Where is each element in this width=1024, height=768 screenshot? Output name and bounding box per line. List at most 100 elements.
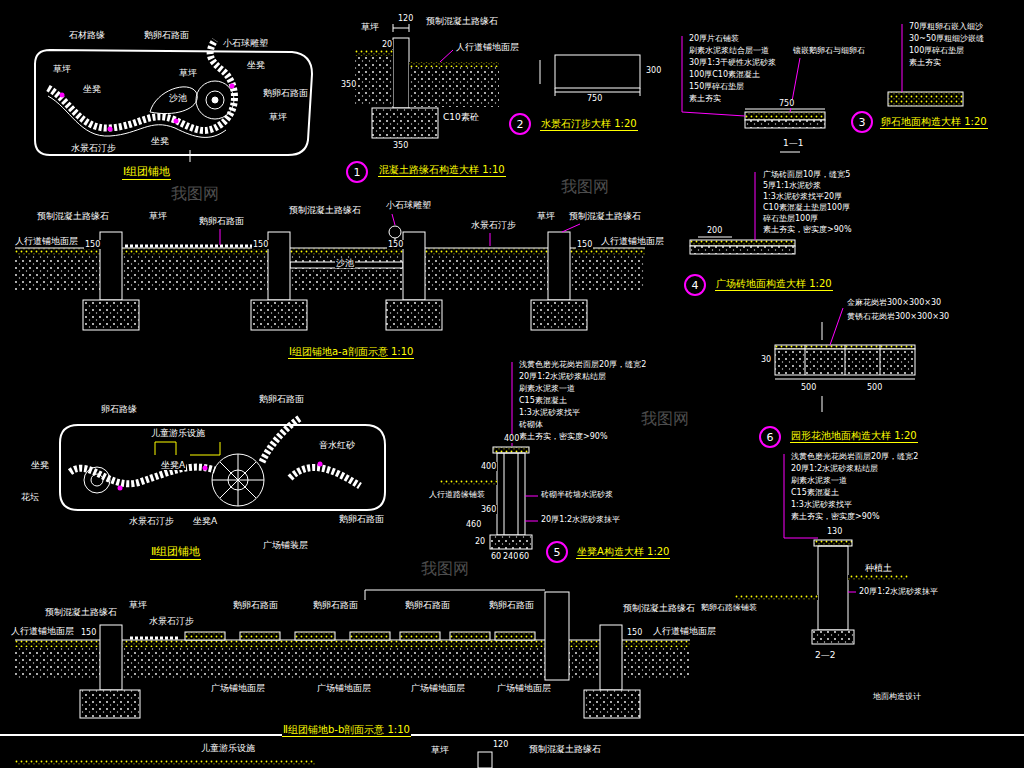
annotation-label: 人行道铺地面层: [652, 626, 717, 636]
annotation-label: 240: [502, 552, 519, 561]
annotation-label: 鹅卵石路面: [404, 600, 451, 610]
annotation-label: 预制混凝土路缘石: [622, 603, 696, 613]
annotation-label: 地面构造设计: [872, 692, 922, 701]
drawing-title: 混凝土路缘石构造大样 1:10: [378, 164, 506, 177]
watermark: 我图网: [420, 560, 470, 578]
annotation-label: 人行道铺地面层: [14, 236, 79, 246]
annotation-label: 小石球雕塑: [222, 38, 269, 48]
annotation-label: 广场铺装层: [262, 540, 309, 550]
annotation-label: 鹅卵石路面: [232, 600, 279, 610]
annotation-label: 200: [706, 226, 723, 235]
annotation-label: 广场铺地面层: [410, 683, 466, 693]
annotation-label: 预制混凝土路缘石: [288, 205, 362, 215]
annotation-label: 水景石汀步: [148, 616, 195, 626]
annotation-label: 鹅卵石路面: [312, 600, 359, 610]
annotation-label: 预制混凝土路缘石: [528, 744, 602, 754]
annotation-label: 鹅卵石路面: [262, 88, 309, 98]
annotation-label: 100厚碎石垫层: [908, 46, 965, 55]
annotation-label: 镶嵌鹅卵石与细卵石: [792, 46, 866, 55]
annotation-label: 草坪: [536, 211, 556, 221]
watermark: 我图网: [640, 410, 690, 428]
callout-circle: 2: [509, 113, 531, 135]
annotation-label: 浅黄色磨光花岗岩面层20厚，缝宽2: [790, 452, 919, 461]
annotation-label: 素土夯实，密实度>90%: [762, 225, 852, 234]
annotation-label: 草坪: [430, 745, 450, 755]
annotation-label: 150: [252, 240, 269, 249]
annotation-label: 60: [518, 552, 530, 561]
annotation-label: 砖砌体: [518, 420, 544, 429]
annotation-label: 刷素水泥浆一道: [790, 476, 848, 485]
annotation-label: 20: [474, 537, 486, 546]
callout-circle: 3: [851, 111, 873, 133]
annotation-label: 5厚1:1水泥砂浆: [762, 181, 822, 190]
annotation-label: 素土夯实: [688, 94, 722, 103]
callout-circle: 4: [684, 274, 706, 296]
annotation-label: 1:3水泥砂浆找平: [790, 500, 853, 509]
callout-number: 5: [554, 547, 561, 558]
annotation-label: 卵石路缘: [100, 404, 138, 414]
annotation-label: 鹅卵石路面: [258, 394, 305, 404]
annotation-label: 400: [480, 462, 497, 471]
annotation-label: 60: [490, 552, 502, 561]
annotation-label: 20厚1:2水泥砂浆粘结层: [790, 464, 879, 473]
annotation-label: 150: [84, 240, 101, 249]
annotation-label: 20厚片石铺装: [688, 34, 740, 43]
annotation-label: 300: [645, 66, 662, 75]
annotation-label: 坐凳A: [192, 516, 218, 526]
annotation-label: 350: [392, 141, 409, 150]
annotation-label: 广场砖面层10厚，缝宽5: [762, 170, 851, 179]
annotation-label: 水景石汀步: [128, 516, 175, 526]
annotation-label: 草坪: [268, 112, 288, 122]
annotation-label: 碎石垫层100厚: [762, 214, 819, 223]
annotation-label: 石材路缘: [68, 30, 106, 40]
annotation-label: 100厚C10素混凝土: [688, 70, 761, 79]
callout-number: 6: [767, 432, 774, 443]
watermark: 我图网: [170, 185, 220, 203]
annotation-label: 鹅卵石路面: [338, 514, 385, 524]
annotation-label: 草坪: [360, 22, 380, 32]
annotation-label: 130: [826, 527, 843, 536]
annotation-label: 鹅卵石路面: [143, 30, 190, 40]
annotation-label: 人行道路缘铺装: [428, 490, 486, 499]
annotation-label: 儿童游乐设施: [200, 743, 256, 753]
annotation-label: 草坪: [148, 211, 168, 221]
annotation-label: 水景石汀步: [470, 220, 517, 230]
annotation-label: 500: [800, 383, 817, 392]
annotation-label: 草坪: [128, 600, 148, 610]
annotation-label: 广场铺地面层: [210, 683, 266, 693]
drawing-title: 水景石汀步大样 1:20: [540, 118, 638, 131]
annotation-label: 120: [397, 14, 414, 23]
annotation-label: 素土夯实: [908, 58, 942, 67]
drawing-title: 卵石地面构造大样 1:20: [880, 116, 988, 129]
drawing-title: Ⅰ组团铺地a-a剖面示意 1:10: [288, 346, 414, 359]
annotation-label: 20厚1:2水泥砂浆粘结层: [518, 372, 607, 381]
annotation-label: 350: [340, 80, 357, 89]
annotation-label: 150: [80, 628, 97, 637]
annotation-label: 500: [866, 383, 883, 392]
annotation-label: 30: [760, 355, 772, 364]
annotation-label: 刷素水泥浆一道: [518, 384, 576, 393]
annotation-label: 30厚1:3干硬性水泥砂浆: [688, 58, 777, 67]
callout-number: 2: [517, 119, 524, 130]
annotation-label: 砖砌半砖墙水泥砂浆: [540, 490, 614, 499]
annotation-label: 广场铺地面层: [316, 683, 372, 693]
annotation-label: 草坪: [52, 64, 72, 74]
annotation-label: 150厚碎石垫层: [688, 82, 745, 91]
annotation-label: 70厚粗卵石嵌入细沙: [908, 22, 984, 31]
annotation-label: 750: [778, 99, 795, 108]
drawing-title: 广场砖地面构造大样 1:20: [715, 278, 833, 291]
drawing-title: 坐凳A构造大样 1:20: [576, 546, 670, 559]
annotation-label: C15素混凝土: [518, 396, 568, 405]
annotation-label: 20厚1:2水泥砂浆抹平: [858, 587, 939, 596]
annotation-label: 预制混凝土路缘石: [568, 211, 642, 221]
annotation-label: 坐凳: [82, 84, 102, 94]
annotation-label: 坐凳: [150, 136, 170, 146]
annotation-label: 沙池: [168, 93, 188, 103]
annotation-label: 预制混凝土路缘石: [36, 211, 110, 221]
annotation-label: 120: [492, 740, 509, 749]
annotation-label: 人行道铺地面层: [600, 236, 665, 246]
annotation-label: 20厚1:2水泥砂浆抹平: [540, 515, 621, 524]
annotation-label: 鹅卵石路面: [198, 216, 245, 226]
annotation-label: 1:3水泥砂浆找平20厚: [762, 192, 843, 201]
annotation-label: 水景石汀步: [70, 143, 117, 153]
